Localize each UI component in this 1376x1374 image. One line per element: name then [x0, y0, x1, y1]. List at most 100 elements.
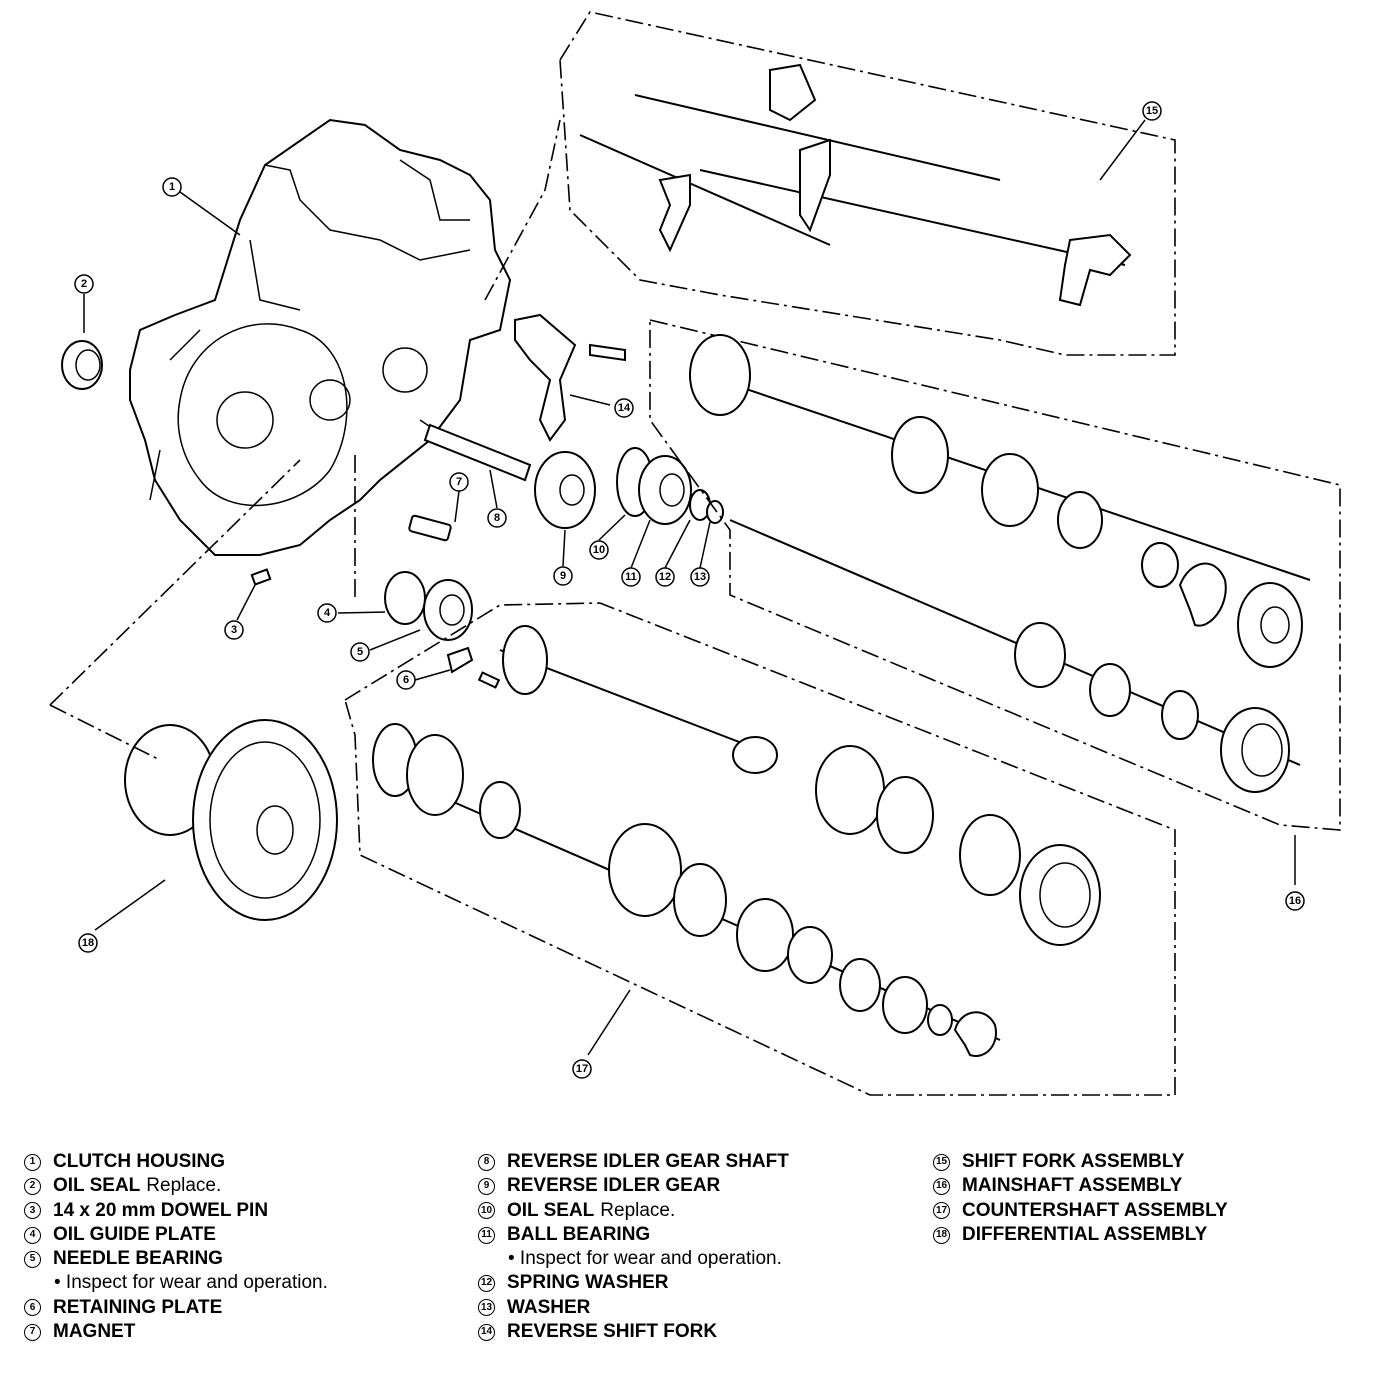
- callout-12: 12: [655, 567, 675, 587]
- svg-text:17: 17: [576, 1063, 588, 1075]
- dowel-pin-3: [250, 568, 272, 586]
- callout-2: 2: [74, 274, 94, 294]
- callout-15: 15: [1142, 101, 1162, 121]
- svg-text:6: 6: [403, 674, 409, 686]
- callout-17: 17: [572, 1059, 592, 1079]
- legend-label: OIL SEAL: [507, 1199, 595, 1221]
- legend-number: 7: [24, 1323, 41, 1341]
- legend-label: OIL SEAL: [53, 1175, 141, 1197]
- legend-label: REVERSE IDLER GEAR: [507, 1175, 721, 1197]
- legend-number: 16: [933, 1177, 950, 1195]
- reverse-idler-gear-shaft-8: [423, 423, 532, 482]
- legend-number: 2: [24, 1177, 41, 1195]
- shift-fork-assembly-15: [559, 11, 1176, 356]
- legend-label: MAGNET: [53, 1321, 136, 1343]
- exploded-view-diagram: 1 2 3 4 5 6 7 8 9 10 11 12 13 14 15 16 1…: [49, 11, 1341, 1096]
- callout-8: 8: [487, 508, 507, 528]
- callout-18: 18: [78, 933, 98, 953]
- callout-1: 1: [162, 177, 182, 197]
- legend-number: 1: [24, 1153, 41, 1171]
- callout-7: 7: [449, 472, 469, 492]
- reverse-idler-gear-9: [534, 451, 596, 529]
- legend-label: 14 x 20 mm DOWEL PIN: [53, 1199, 269, 1221]
- svg-text:8: 8: [494, 512, 500, 524]
- legend-number: 6: [24, 1299, 41, 1317]
- svg-text:13: 13: [694, 571, 706, 583]
- legend-label: SPRING WASHER: [507, 1272, 669, 1294]
- legend-label: DIFFERENTIAL ASSEMBLY: [962, 1223, 1208, 1245]
- needle-bearing-5: [384, 571, 473, 641]
- leader-lines: [49, 119, 1296, 1056]
- legend-label: REVERSE IDLER GEAR SHAFT: [507, 1151, 789, 1172]
- svg-text:1: 1: [169, 181, 175, 193]
- callout-13: 13: [690, 567, 710, 587]
- legend-item-4: 4 OIL GUIDE PLATE: [24, 1223, 328, 1247]
- legend-item-18: 18 DIFFERENTIAL ASSEMBLY: [933, 1223, 1228, 1247]
- legend-label: BALL BEARING: [507, 1223, 651, 1245]
- legend-label: COUNTERSHAFT ASSEMBLY: [962, 1199, 1228, 1221]
- legend-label: MAINSHAFT ASSEMBLY: [962, 1175, 1183, 1197]
- legend-note: Replace.: [146, 1175, 222, 1197]
- callout-6: 6: [396, 670, 416, 690]
- differential-assembly-18: [124, 719, 338, 921]
- legend-item-3: 3 14 x 20 mm DOWEL PIN: [24, 1199, 328, 1223]
- callout-9: 9: [553, 566, 573, 586]
- callout-3: 3: [224, 620, 244, 640]
- svg-text:15: 15: [1146, 105, 1158, 117]
- legend-item-9: 9 REVERSE IDLER GEAR: [478, 1174, 789, 1198]
- legend-item-14: 14 REVERSE SHIFT FORK: [478, 1320, 789, 1344]
- legend-item-13: 13 WASHER: [478, 1296, 789, 1320]
- legend-number: 17: [933, 1202, 950, 1220]
- legend-item-11: 11 BALL BEARING: [478, 1223, 789, 1247]
- legend-label: REVERSE SHIFT FORK: [507, 1321, 718, 1343]
- legend-item-7: 7 MAGNET: [24, 1320, 328, 1344]
- legend-number: 5: [24, 1250, 41, 1268]
- legend-number: 15: [933, 1153, 950, 1171]
- legend-label: WASHER: [507, 1296, 591, 1318]
- svg-text:18: 18: [82, 937, 94, 949]
- legend-item-5: 5 NEEDLE BEARING: [24, 1247, 328, 1271]
- bearing-stack-10-13: [616, 447, 724, 525]
- svg-text:7: 7: [456, 476, 462, 488]
- svg-text:9: 9: [560, 570, 566, 582]
- legend-number: 12: [478, 1275, 495, 1293]
- oil-seal-2: [61, 340, 103, 390]
- legend-subnote: • Inspect for wear and operation.: [508, 1248, 782, 1270]
- callout-4: 4: [317, 603, 337, 623]
- svg-text:5: 5: [357, 646, 363, 658]
- legend-number: 13: [478, 1299, 495, 1317]
- svg-text:3: 3: [231, 624, 237, 636]
- svg-text:12: 12: [659, 571, 671, 583]
- legend-number: 9: [478, 1177, 495, 1195]
- legend-number: 4: [24, 1226, 41, 1244]
- legend-number: 10: [478, 1202, 495, 1220]
- reverse-shift-fork-14: [514, 313, 626, 442]
- svg-text:10: 10: [593, 544, 605, 556]
- legend-number: 18: [933, 1226, 950, 1244]
- svg-text:11: 11: [625, 571, 637, 583]
- callout-16: 16: [1285, 891, 1305, 911]
- legend-label: NEEDLE BEARING: [53, 1248, 223, 1270]
- legend-label: SHIFT FORK ASSEMBLY: [962, 1151, 1185, 1172]
- legend-number: 11: [478, 1226, 495, 1244]
- legend-item-17: 17 COUNTERSHAFT ASSEMBLY: [933, 1199, 1228, 1223]
- legend-label: OIL GUIDE PLATE: [53, 1223, 216, 1245]
- callout-5: 5: [350, 642, 370, 662]
- countershaft-assembly-17: [344, 602, 1176, 1096]
- callout-14: 14: [614, 398, 634, 418]
- svg-text:4: 4: [324, 607, 331, 619]
- callout-11: 11: [621, 567, 641, 587]
- legend-note: Replace.: [600, 1199, 676, 1221]
- retaining-plate-6: [446, 646, 501, 689]
- legend-number: 14: [478, 1323, 495, 1341]
- legend-subnote: • Inspect for wear and operation.: [54, 1272, 328, 1294]
- legend-number: 3: [24, 1202, 41, 1220]
- clutch-housing: [129, 118, 512, 556]
